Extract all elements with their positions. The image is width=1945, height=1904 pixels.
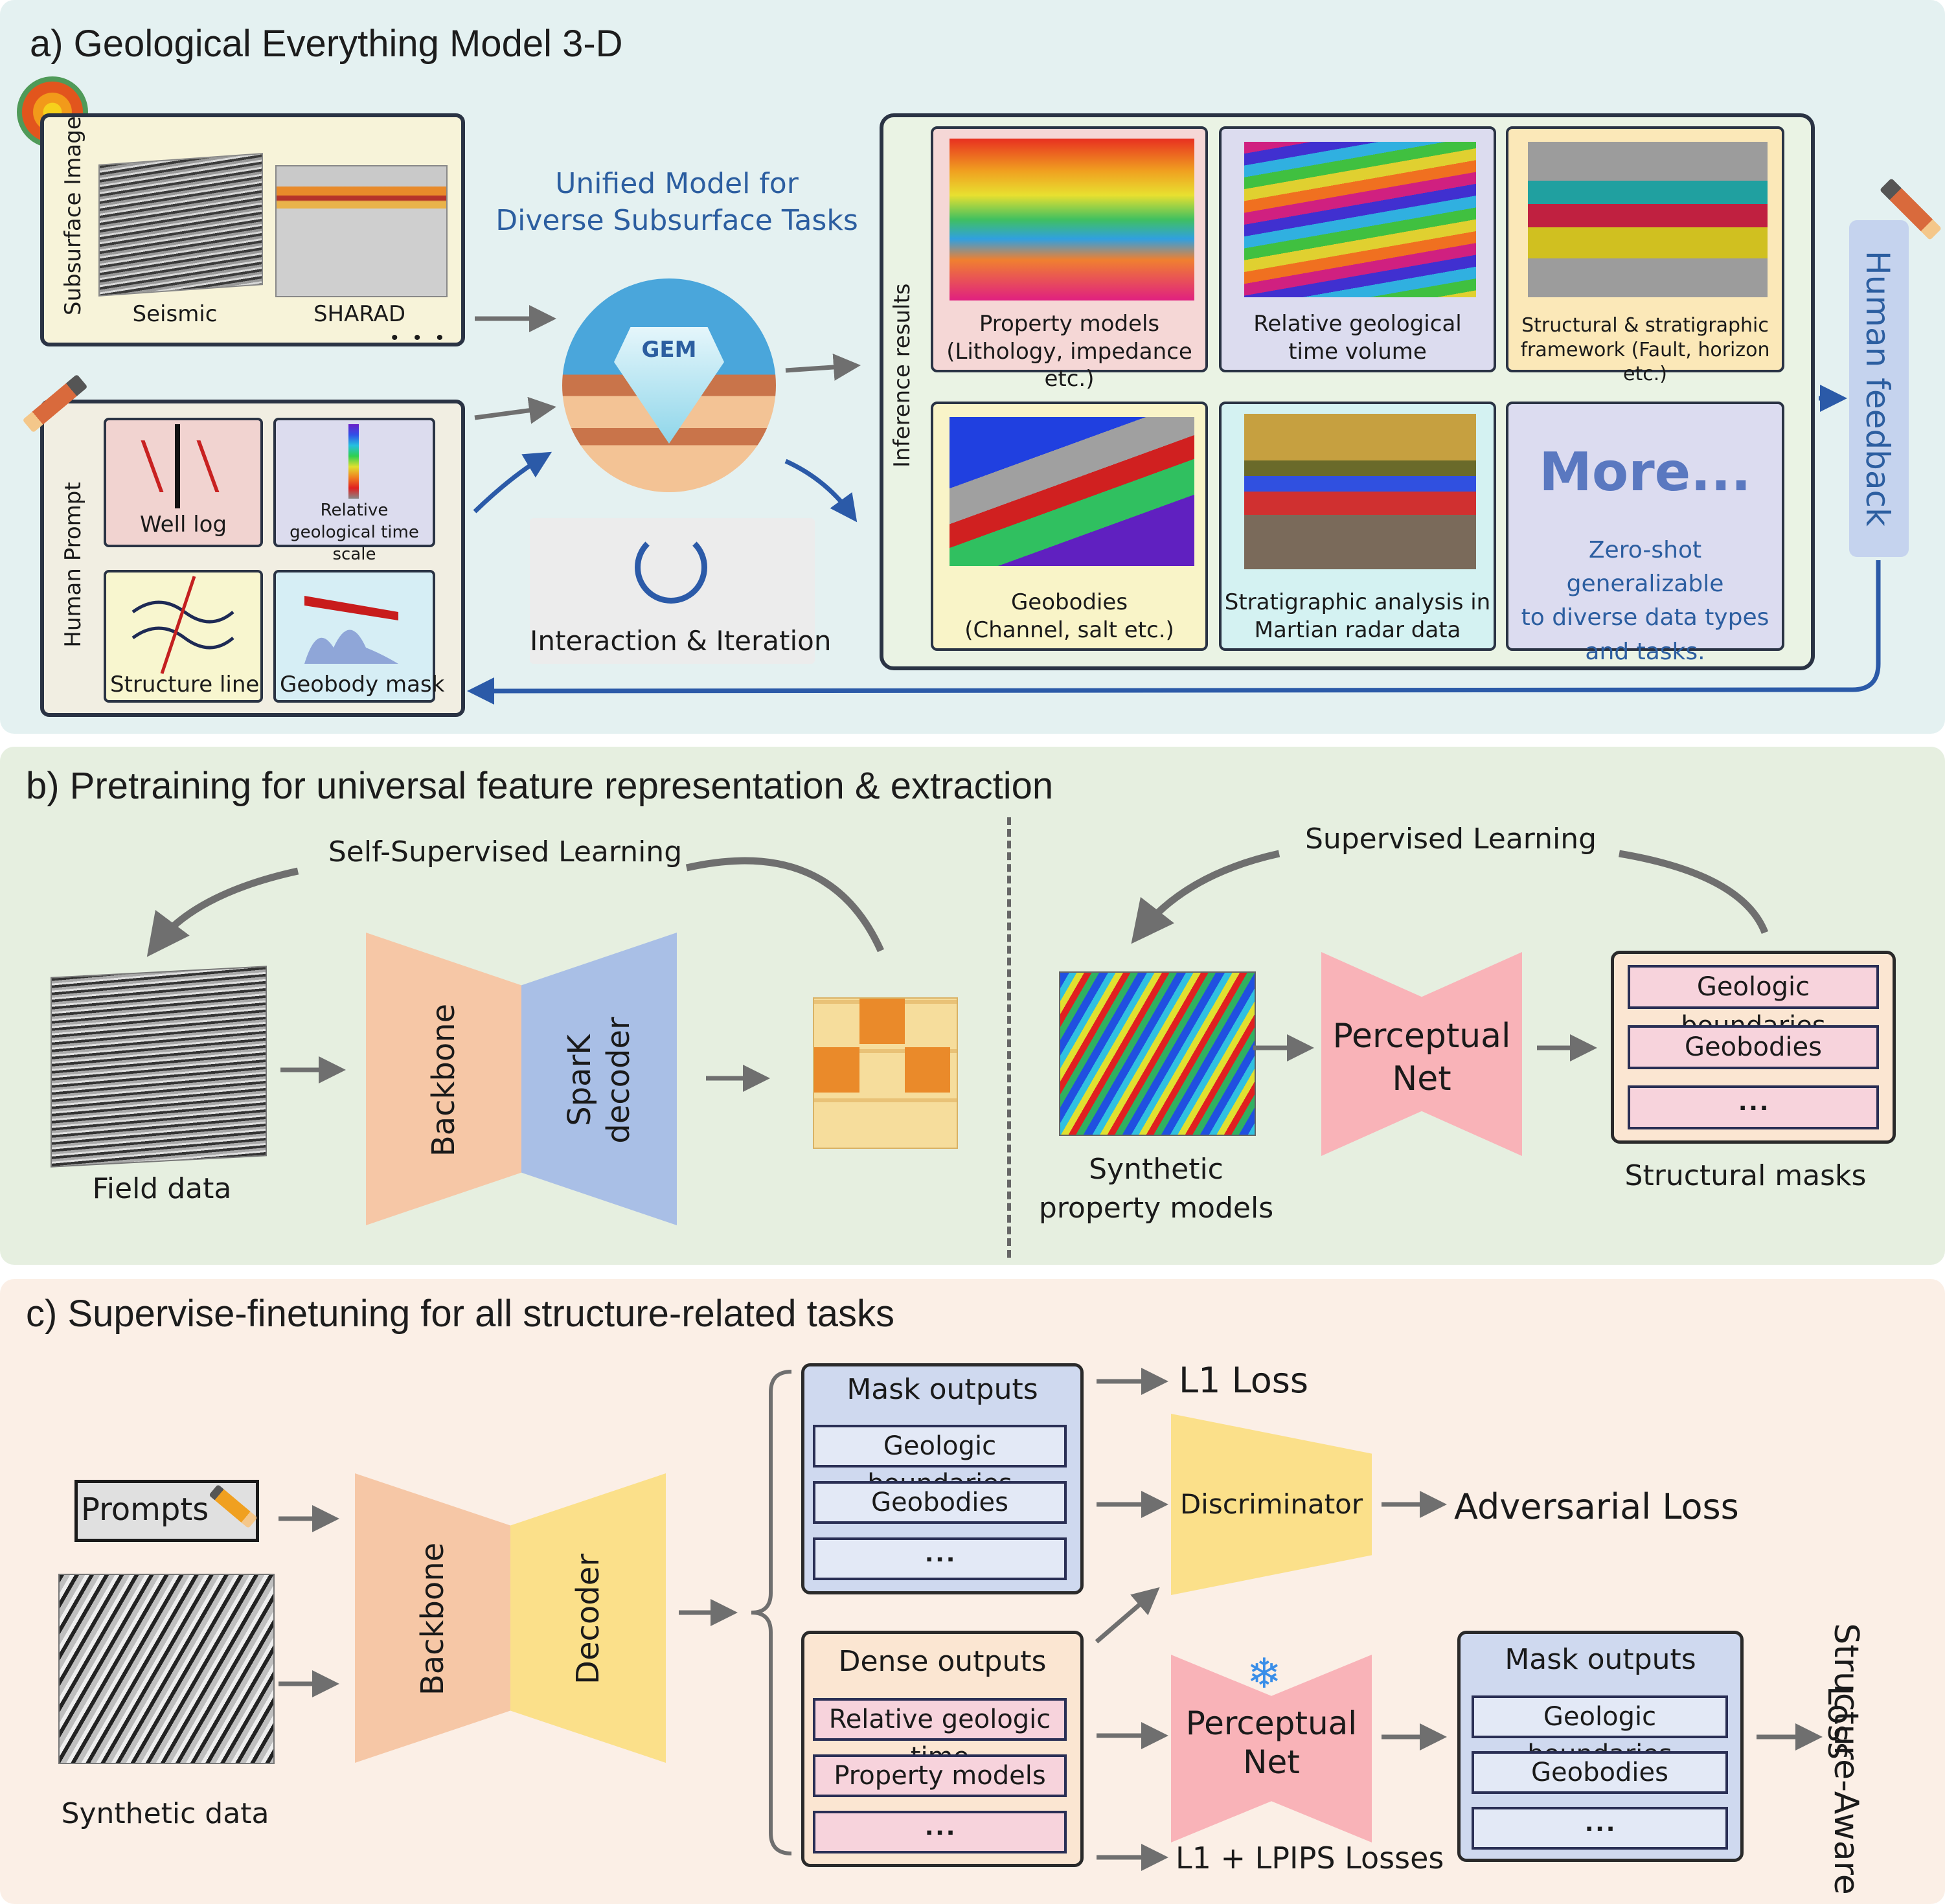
property-model-image	[950, 139, 1194, 300]
perceptual-label-c2: Net	[1243, 1743, 1300, 1781]
mask-row-geologic-boundaries-c2: Geologic boundaries	[1472, 1695, 1728, 1769]
well-log-card[interactable]	[104, 418, 263, 547]
backbone-label-b: Backbone	[426, 1003, 462, 1157]
snowflake-frozen-icon: ❄	[1247, 1650, 1282, 1698]
backbone-trapezoid	[366, 933, 521, 1225]
masked-cube-icon	[813, 997, 958, 1149]
mask-outputs-title-c: Mask outputs	[847, 1373, 1038, 1406]
perceptual-label-b2: Net	[1392, 1060, 1451, 1098]
structural-masks-label: Structural masks	[1624, 1159, 1867, 1192]
decoder-trapezoid-c	[510, 1473, 666, 1763]
synthetic-data-cube-image	[58, 1574, 275, 1764]
mask-row-geobodies-c: Geobodies	[813, 1481, 1067, 1524]
panel-b-title: b) Pretraining for universal feature rep…	[26, 765, 1054, 807]
backbone-trapezoid-c	[355, 1473, 510, 1763]
mask-row-geobodies-c2: Geobodies	[1472, 1751, 1728, 1794]
result-label-4: Geobodies(Channel, salt etc.)	[964, 589, 1174, 643]
field-data-label: Field data	[92, 1172, 232, 1205]
discriminator-label: Discriminator	[1179, 1488, 1363, 1520]
perceptual-label-c1: Perceptual	[1185, 1705, 1358, 1742]
well-log-label: Well log	[139, 512, 227, 538]
gem-label: GEM	[641, 337, 697, 363]
well-log-icon	[175, 424, 180, 508]
human-prompt-label: Human Prompt	[60, 482, 86, 648]
backbone-label-c: Backbone	[415, 1542, 451, 1696]
geobodies-image	[950, 417, 1194, 566]
human-feedback-label: Human feedback	[1859, 251, 1896, 527]
dense-row-rgt: Relative geologic time	[813, 1698, 1067, 1772]
cycle-arrows-icon	[635, 531, 707, 604]
human-feedback-box[interactable]	[1849, 220, 1909, 557]
l1-lpips-label: L1 + LPIPS Losses	[1176, 1841, 1444, 1876]
adversarial-loss-label: Adversarial Loss	[1454, 1486, 1739, 1527]
structure-aware-label-2: Loss	[1820, 1685, 1859, 1760]
spark-decoder-label-1: SparK	[562, 1034, 598, 1126]
unified-model-line2: Diverse Subsurface Tasks	[495, 204, 858, 237]
spark-decoder-trapezoid	[521, 933, 677, 1225]
dense-row-property-models: Property models	[813, 1754, 1067, 1797]
result-label-1: Property models(Lithology, impedance etc…	[946, 311, 1192, 392]
panel-a-title: a) Geological Everything Model 3-D	[30, 23, 623, 65]
spark-decoder-label-2: decoder	[600, 1017, 637, 1144]
panel-c-title: c) Supervise-finetuning for all structur…	[26, 1293, 895, 1335]
synthetic-data-label: Synthetic data	[61, 1797, 269, 1830]
mask-row-more-c2: ▪ ▪ ▪	[1472, 1807, 1728, 1850]
geobody-mask-label: Geobody mask	[280, 672, 445, 697]
inference-results-label: Inference results	[889, 283, 915, 468]
mask-row-geobodies-b: Geobodies	[1628, 1025, 1879, 1069]
interaction-iteration-label: Interaction & Iteration	[530, 625, 832, 657]
mask-row-more-c: ▪ ▪ ▪	[813, 1537, 1067, 1580]
rgt-scale-label: Relative geological time scale	[290, 501, 419, 564]
seismic-label: Seismic	[132, 301, 218, 327]
sl-label: Supervised Learning	[1304, 822, 1597, 856]
dense-row-more: ▪ ▪ ▪	[813, 1811, 1067, 1853]
subsurface-image-label: Subsurface Image	[60, 116, 86, 315]
synthetic-label-2: property models	[1038, 1192, 1274, 1225]
synthetic-property-cube-image	[1059, 971, 1256, 1136]
result-card-property-models[interactable]: Property models(Lithology, impedance etc…	[931, 126, 1208, 392]
mask-row-geologic-boundaries-c: Geologic boundaries	[813, 1425, 1067, 1499]
structure-line-label: Structure line	[110, 672, 260, 697]
mask-row-geologic-boundaries-b: Geologic boundaries	[1628, 965, 1879, 1041]
more-title: More...	[1539, 442, 1751, 503]
martian-radar-image	[1244, 414, 1476, 569]
mask-row-more-b: ▪ ▪ ▪	[1628, 1085, 1879, 1129]
dashed-divider	[1007, 817, 1011, 1258]
ellipsis-dots: • • •	[391, 327, 449, 348]
field-data-cube-image	[51, 966, 267, 1168]
synthetic-label-1: Synthetic	[1089, 1153, 1223, 1186]
mask-outputs-title-c2: Mask outputs	[1505, 1643, 1696, 1676]
rgt-scale-icon	[348, 424, 359, 499]
ssl-label: Self-Supervised Learning	[328, 835, 683, 868]
l1-loss-label: L1 Loss	[1179, 1360, 1309, 1401]
rgt-volume-image	[1244, 142, 1476, 297]
decoder-label-c: Decoder	[570, 1554, 606, 1684]
unified-model-line1: Unified Model for	[555, 167, 799, 200]
result-card-geobodies[interactable]: Geobodies(Channel, salt etc.)	[931, 402, 1208, 651]
prompts-label: Prompts	[81, 1491, 209, 1528]
seismic-cube-image	[98, 153, 263, 297]
sharad-label: SHARAD	[313, 301, 406, 327]
dense-outputs-title: Dense outputs	[838, 1645, 1047, 1678]
structural-framework-image	[1528, 142, 1768, 297]
perceptual-label-b1: Perceptual	[1332, 1017, 1511, 1056]
sharad-image	[275, 165, 448, 297]
